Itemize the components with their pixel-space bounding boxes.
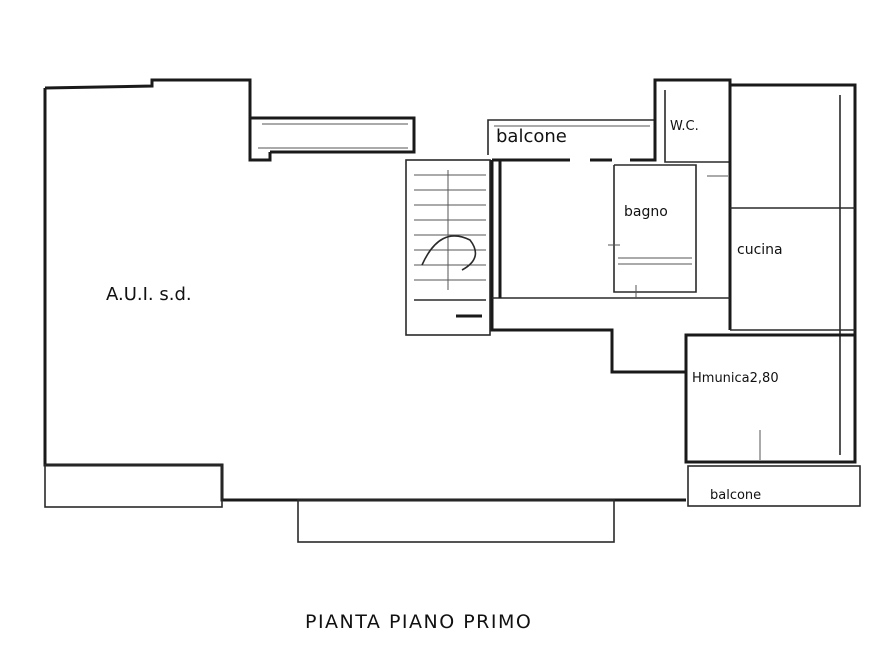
plan-title: PIANTA PIANO PRIMO [305,611,532,633]
bagno-label: bagno [624,204,668,220]
apartment-walls [490,78,857,464]
aul-label: A.U.I. s.d. [106,284,192,305]
cucina-label: cucina [737,242,783,258]
hmunica-label: Hmunica2,80 [692,371,779,386]
balcone-bottom-label: balcone [710,488,761,503]
balcony-bottom-right [687,465,861,507]
interior-walls [492,85,855,462]
balcony-strip-bottom [297,499,615,543]
stairwell [405,159,491,336]
balcony-strip-left [44,464,223,508]
wc-label: W.C. [670,119,699,134]
balcone-top-label: balcone [496,126,567,147]
